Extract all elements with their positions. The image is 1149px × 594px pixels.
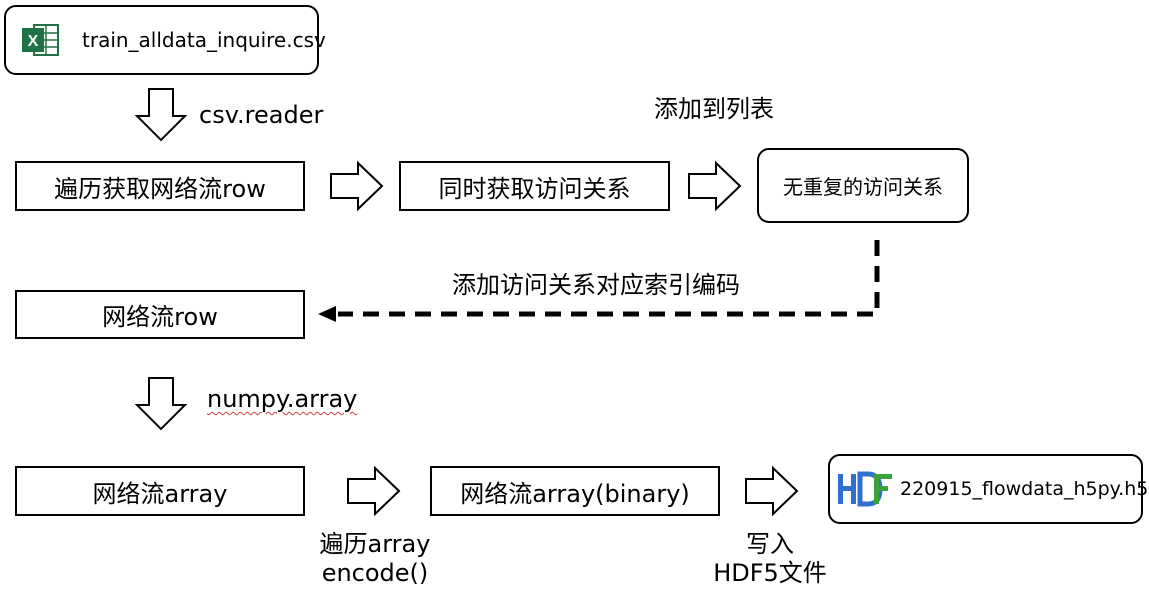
svg-text:X: X	[28, 33, 39, 50]
down-arrow-csv	[134, 88, 188, 142]
down-arrow-numpy	[134, 377, 188, 431]
label-iterate-array: 遍历array	[319, 530, 431, 558]
box-flow-row: 网络流row	[15, 290, 305, 339]
csv-file-name: train_alldata_inquire.csv	[82, 28, 326, 52]
label-encode: encode()	[321, 558, 429, 587]
right-arrow-4	[745, 465, 799, 517]
box-flow-array-binary: 网络流array(binary)	[430, 466, 720, 516]
box-iterate-rows: 遍历获取网络流row	[15, 161, 305, 211]
csv-file-box: X train_alldata_inquire.csv	[4, 5, 326, 75]
label-iterate-encode: 遍历array encode()	[305, 530, 445, 588]
excel-icon: X	[20, 23, 60, 57]
label-csv-reader: csv.reader	[199, 101, 324, 129]
right-arrow-3	[347, 465, 401, 517]
box-unique-access: 无重复的访问关系	[757, 148, 969, 223]
label-hdf5-file: HDF5文件	[713, 558, 827, 587]
box-flow-array: 网络流array	[15, 466, 305, 516]
label-add-to-list: 添加到列表	[654, 95, 774, 123]
hdf-icon	[836, 471, 894, 507]
label-add-index: 添加访问关系对应索引编码	[452, 271, 740, 299]
box-get-access: 同时获取访问关系	[399, 161, 670, 211]
right-arrow-1	[330, 160, 384, 212]
right-arrow-2	[688, 160, 742, 212]
label-write-hdf5: 写入 HDF5文件	[700, 530, 840, 588]
hdf-file-name: 220915_flowdata_h5py.h5	[900, 478, 1149, 500]
label-numpy-array: numpy.array	[207, 385, 358, 413]
label-write: 写入	[746, 530, 794, 558]
hdf-file-box: 220915_flowdata_h5py.h5	[828, 454, 1148, 524]
